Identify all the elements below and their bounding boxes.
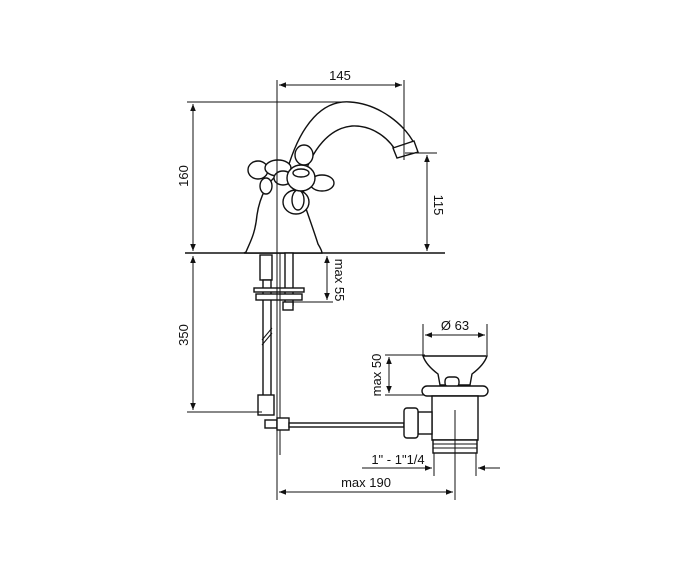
- label-160: 160: [176, 165, 191, 187]
- pop-up-drain: [403, 355, 489, 500]
- dimension-spout-height: 115: [405, 152, 446, 251]
- faucet: [243, 101, 419, 254]
- dimension-drain-diameter: Ø 63: [422, 318, 488, 355]
- label-max-50: max 50: [369, 354, 384, 397]
- dimension-drain-thread: 1" - 1"1/4: [362, 452, 500, 476]
- dimension-total-height: 160: [176, 101, 350, 251]
- dimension-hose-length: 350: [176, 256, 262, 413]
- label-diameter-63: Ø 63: [441, 318, 469, 333]
- connection-parts: [253, 252, 405, 455]
- label-max-190: max 190: [341, 475, 391, 490]
- label-thread-size: 1" - 1"1/4: [371, 452, 424, 467]
- dimension-rod-distance: max 190: [276, 455, 453, 500]
- label-350: 350: [176, 324, 191, 346]
- label-max-55: max 55: [332, 259, 347, 302]
- dimension-drain-height: max 50: [369, 354, 425, 397]
- label-115: 115: [431, 195, 446, 216]
- dimension-deck-thickness: max 55: [293, 256, 347, 303]
- right-handle: [273, 144, 335, 215]
- label-145: 145: [329, 68, 351, 83]
- dimension-spout-reach: 145: [276, 68, 405, 253]
